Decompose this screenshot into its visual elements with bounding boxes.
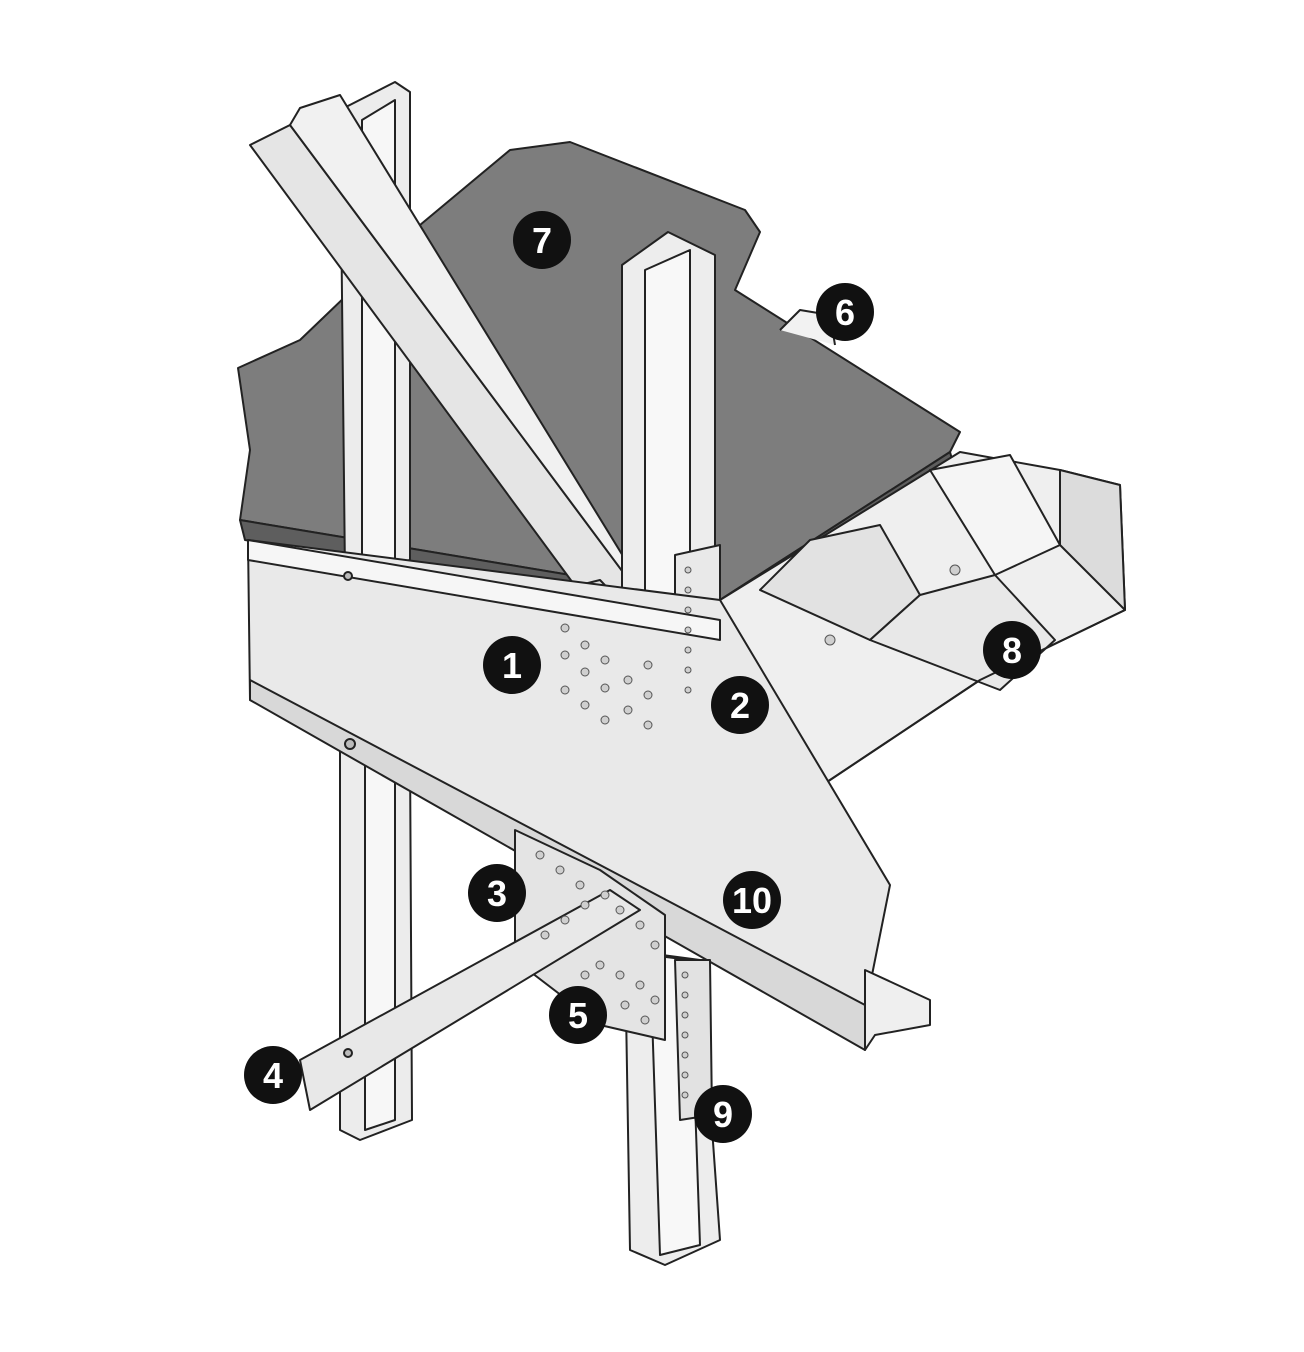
callout-label: 9 bbox=[713, 1094, 733, 1135]
callout-5: 5 bbox=[549, 986, 607, 1044]
callout-circle bbox=[711, 676, 769, 734]
callout-label: 5 bbox=[568, 995, 588, 1036]
callout-label: 3 bbox=[487, 873, 507, 914]
callout-label: 1 bbox=[502, 645, 522, 686]
callout-label: 6 bbox=[835, 292, 855, 333]
callout-3: 3 bbox=[468, 864, 526, 922]
callout-label: 4 bbox=[263, 1055, 283, 1096]
callout-circle bbox=[483, 636, 541, 694]
callout-2: 2 bbox=[711, 676, 769, 734]
callout-9: 9 bbox=[694, 1085, 752, 1143]
callout-circle bbox=[513, 211, 571, 269]
callout-6: 6 bbox=[816, 283, 874, 341]
callout-circle bbox=[723, 871, 781, 929]
callout-label: 8 bbox=[1002, 630, 1022, 671]
callout-label: 2 bbox=[730, 685, 750, 726]
callout-label: 7 bbox=[532, 220, 552, 261]
callout-circle bbox=[983, 621, 1041, 679]
callout-10: 10 bbox=[723, 871, 781, 929]
callout-7: 7 bbox=[513, 211, 571, 269]
callout-circle bbox=[549, 986, 607, 1044]
callout-1: 1 bbox=[483, 636, 541, 694]
callout-8: 8 bbox=[983, 621, 1041, 679]
callout-circle bbox=[816, 283, 874, 341]
callout-label: 10 bbox=[732, 880, 772, 921]
perforation-holes bbox=[535, 564, 961, 1099]
profiled-metal-deck bbox=[719, 309, 1126, 801]
callout-circle bbox=[244, 1046, 302, 1104]
callout-circle bbox=[694, 1085, 752, 1143]
callout-circle bbox=[468, 864, 526, 922]
callout-markers: 1 2 3 4 5 6 7 8 9 10 bbox=[244, 211, 1041, 1143]
diagonal-brace-lower bbox=[299, 889, 641, 1111]
callout-4: 4 bbox=[244, 1046, 302, 1104]
